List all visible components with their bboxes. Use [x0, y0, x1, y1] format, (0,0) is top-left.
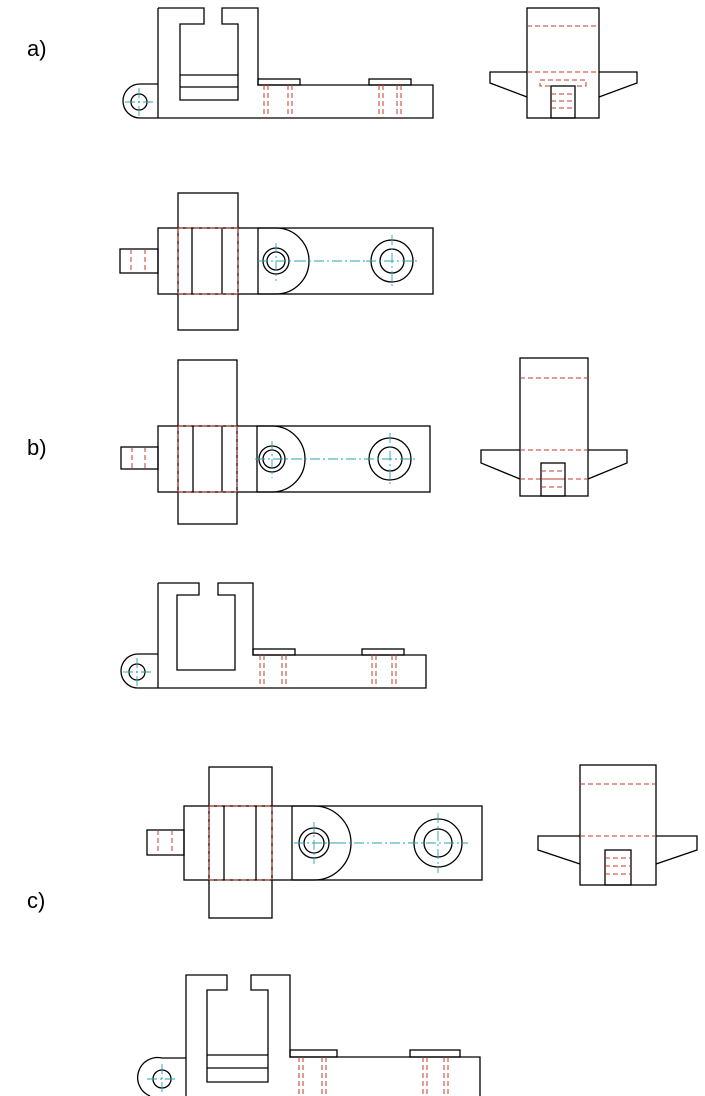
option-b-side-view [480, 357, 628, 497]
option-a-front-view [122, 7, 434, 119]
option-b-label: b) [27, 435, 47, 460]
option-b-front-view [120, 582, 427, 689]
option-c-side-view [537, 764, 698, 886]
option-a-side-view [489, 7, 638, 119]
option-b-top-view [120, 359, 431, 525]
option-a-label: a) [27, 36, 47, 61]
option-c-front-view [137, 974, 481, 1096]
option-c-top-view [146, 766, 483, 919]
option-c-label: c) [27, 888, 46, 913]
option-a-top-view [119, 192, 434, 331]
